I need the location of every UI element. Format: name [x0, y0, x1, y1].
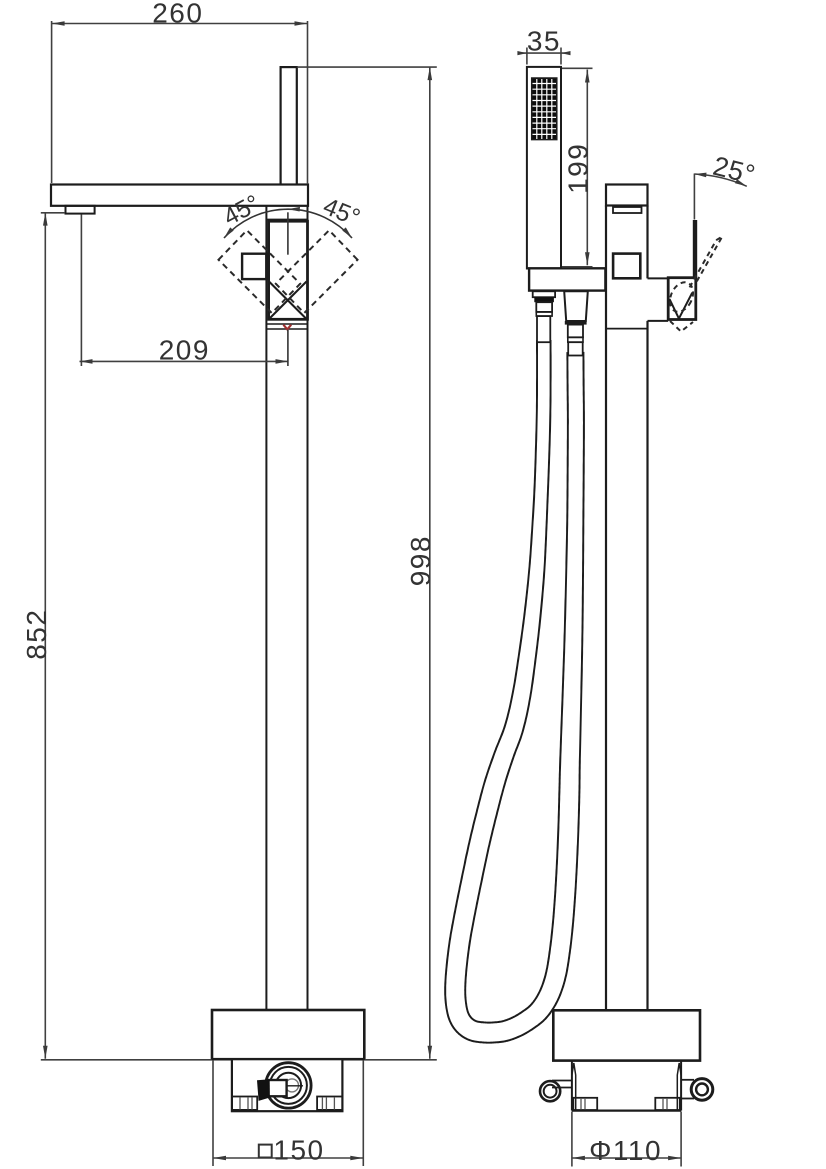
svg-text:199: 199 [563, 143, 594, 194]
svg-text:260: 260 [152, 0, 203, 28]
svg-text:150: 150 [273, 1135, 324, 1166]
svg-text:Φ110: Φ110 [589, 1135, 662, 1166]
svg-text:998: 998 [405, 535, 436, 586]
svg-text:852: 852 [21, 609, 52, 660]
svg-text:35: 35 [527, 26, 561, 57]
svg-text:209: 209 [159, 335, 210, 366]
